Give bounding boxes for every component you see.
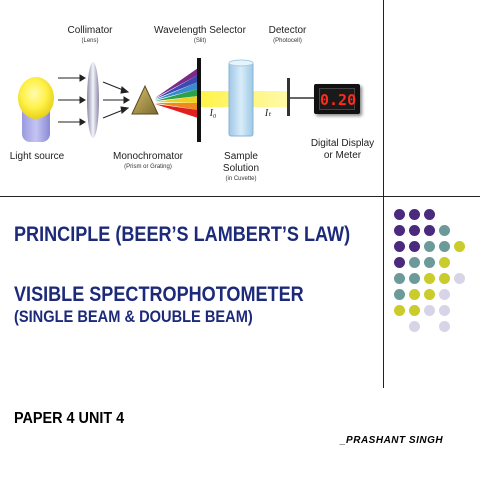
digital-display-label-1: Digital Display: [310, 138, 375, 149]
dot: [439, 321, 450, 332]
dot: [394, 305, 405, 316]
author-name: _PRASHANT SINGH: [340, 435, 444, 446]
collimator-label: Collimator: [67, 25, 113, 36]
converging-arrows: [102, 81, 130, 119]
cuvette-icon: [228, 59, 254, 137]
dot: [394, 225, 405, 236]
detector-label: Detector: [268, 25, 307, 36]
spectrophotometer-diagram: Collimator (Lens) Wavelength Selector (S…: [0, 0, 480, 195]
principle-title: PRINCIPLE (BEER’S LAMBERT’S LAW): [14, 223, 351, 246]
sample-sub-label: (in Cuvette): [225, 176, 257, 182]
dot: [409, 289, 420, 300]
display-value: 0.20: [319, 88, 356, 110]
dot: [439, 289, 450, 300]
dot: [424, 273, 435, 284]
dot: [409, 257, 420, 268]
detector-sub-label: (Photocell): [273, 38, 302, 44]
decorative-dot-grid: [390, 205, 480, 365]
prism-icon: [131, 84, 159, 115]
monochromator-label: Monochromator: [112, 151, 184, 162]
i0-label: I₀: [209, 108, 217, 119]
spectrum-fan: [155, 68, 198, 118]
light-source-icon: [18, 77, 54, 142]
dot: [424, 257, 435, 268]
wavelength-selector-slit: [197, 58, 201, 142]
it-label: Iₜ: [264, 108, 272, 119]
digital-display: 0.20: [314, 84, 360, 114]
dot: [394, 209, 405, 220]
wavelength-selector-sub-label: (Slit): [193, 38, 207, 44]
dot: [394, 257, 405, 268]
dot: [409, 209, 420, 220]
dot: [439, 273, 450, 284]
incident-arrows: [58, 74, 86, 126]
vertical-divider: [383, 0, 384, 388]
dot: [454, 241, 465, 252]
beam-type-subtitle: (SINGLE BEAM & DOUBLE BEAM): [14, 307, 253, 326]
monochromator-sub-label: (Prism or Grating): [124, 164, 172, 170]
dot: [424, 225, 435, 236]
dot: [409, 225, 420, 236]
detector-plate: [287, 78, 290, 116]
wavelength-selector-label: Wavelength Selector: [154, 25, 246, 36]
dot: [409, 241, 420, 252]
dot: [439, 305, 450, 316]
dot: [394, 241, 405, 252]
dot: [424, 209, 435, 220]
dot: [439, 241, 450, 252]
digital-display-label-2: or Meter: [323, 150, 362, 161]
visible-spectrophotometer-title: VISIBLE SPECTROPHOTOMETER: [14, 283, 304, 306]
light-source-label: Light source: [9, 151, 65, 162]
dot: [394, 273, 405, 284]
dot: [439, 257, 450, 268]
sample-label-2: Solution: [222, 163, 260, 174]
optical-path-svg: [18, 58, 314, 142]
dot: [409, 273, 420, 284]
dot: [424, 289, 435, 300]
dot: [409, 321, 420, 332]
collimator-lens-icon: [87, 62, 99, 138]
horizontal-divider: [0, 196, 480, 197]
paper-unit-label: PAPER 4 UNIT 4: [14, 410, 125, 427]
dot: [409, 305, 420, 316]
dot: [424, 241, 435, 252]
dot: [424, 305, 435, 316]
collimator-sub-label: (Lens): [81, 38, 99, 44]
dot: [439, 225, 450, 236]
sample-label-1: Sample: [224, 151, 258, 162]
dot: [394, 289, 405, 300]
dot: [454, 273, 465, 284]
